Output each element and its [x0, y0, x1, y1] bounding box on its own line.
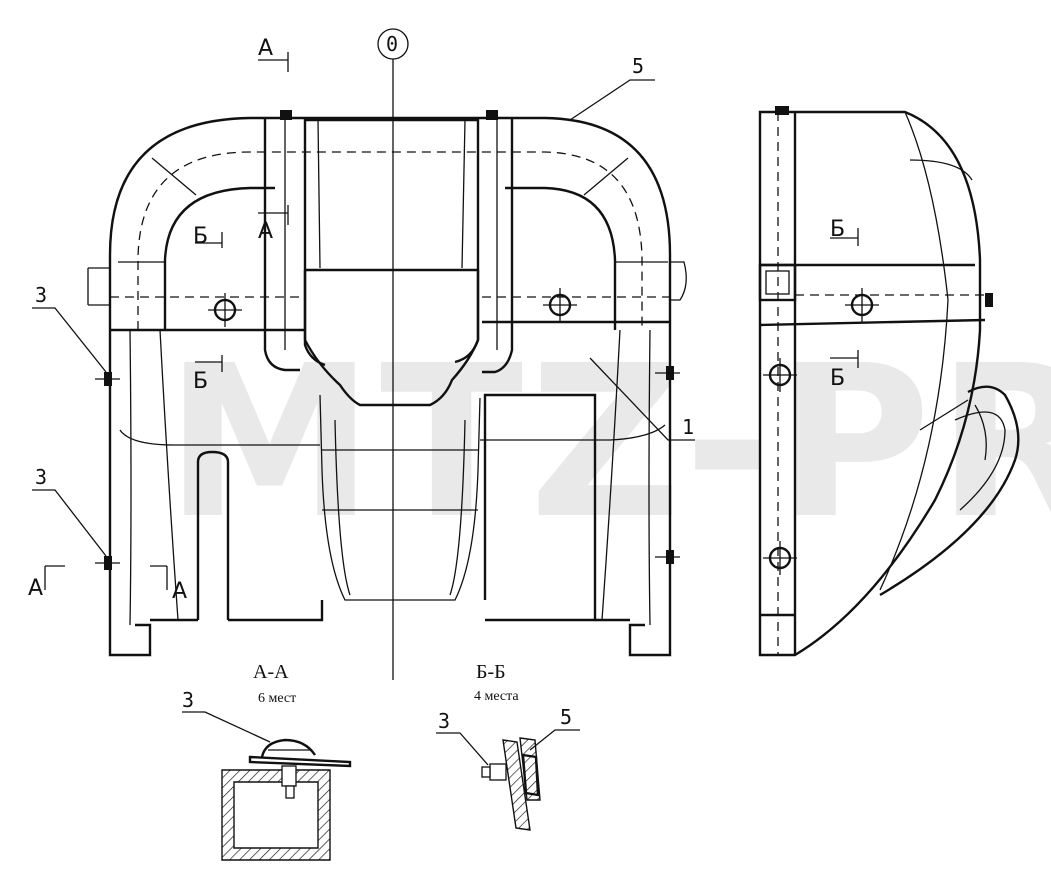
- callout-part-3-bb: 3: [438, 709, 450, 733]
- front-view: 0 А А А А Б Б 5 3 3 1: [28, 28, 695, 680]
- section-mark-b-side-upper: Б: [830, 217, 845, 242]
- callout-part-5: 5: [632, 54, 644, 78]
- section-aa-note: 6 мест: [258, 691, 296, 706]
- callout-part-1: 1: [682, 415, 694, 439]
- section-mark-a-top: А: [258, 36, 273, 61]
- section-mark-a-mid: А: [258, 219, 273, 244]
- section-mark-b-side-lower: Б: [830, 366, 845, 391]
- callout-part-3-lower: 3: [35, 465, 47, 489]
- section-mark-a-right: А: [172, 579, 187, 604]
- callout-part-3-aa: 3: [182, 688, 194, 712]
- section-aa: А-А 6 мест 3: [182, 661, 352, 861]
- axis-label: 0: [386, 32, 398, 56]
- section-mark-a-left: А: [28, 576, 43, 601]
- callout-part-3-upper: 3: [35, 283, 47, 307]
- section-bb-note: 4 места: [474, 689, 519, 704]
- section-bb-title: Б-Б: [476, 661, 506, 683]
- section-mark-b-lower: Б: [193, 369, 208, 394]
- section-bb: Б-Б 4 места 3 5: [436, 661, 580, 831]
- callout-part-5-bb: 5: [560, 705, 572, 729]
- side-view: Б Б: [758, 106, 1020, 657]
- section-mark-b-upper: Б: [193, 224, 208, 249]
- section-aa-title: А-А: [253, 661, 289, 683]
